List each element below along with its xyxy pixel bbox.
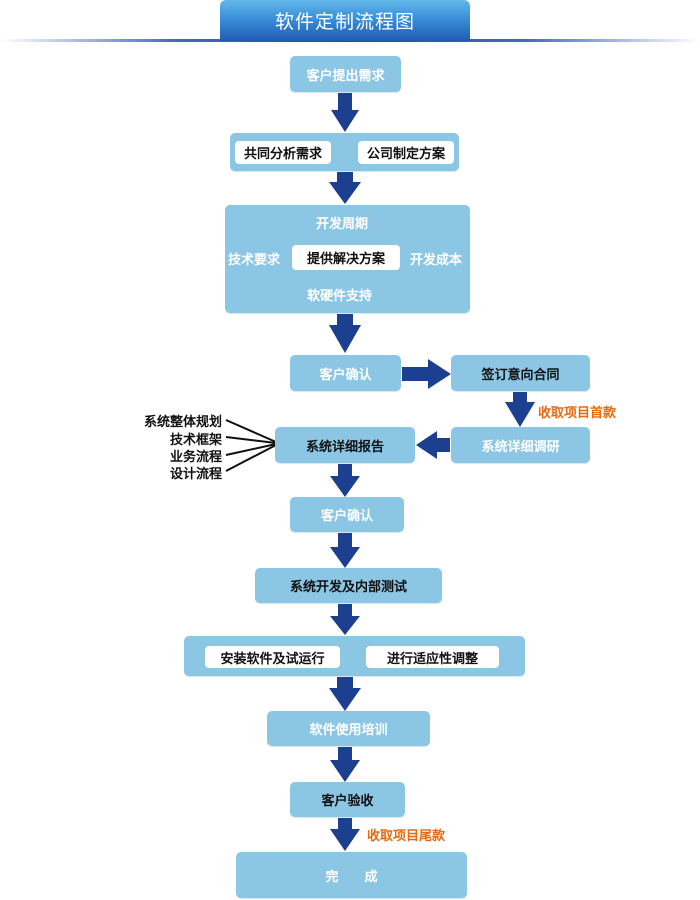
step-install-trial: 安装软件及试运行 [205, 646, 340, 668]
cycle-label-top: 开发周期 [316, 217, 369, 232]
report-item-connectors [225, 419, 277, 472]
report-item-tech-framework: 技术框架 [169, 433, 222, 448]
cycle-label-left: 技术要求 [228, 253, 281, 268]
note-final-payment: 收取项目尾款 [367, 829, 446, 844]
note-first-payment: 收取项目首款 [538, 406, 617, 421]
step-label: 客户确认 [319, 367, 372, 383]
connector-line [225, 436, 277, 444]
arrow-down-10 [330, 815, 360, 851]
step-detailed-research: 系统详细调研 [451, 427, 590, 463]
arrow-right-2 [402, 359, 451, 389]
step-label: 客户验收 [321, 794, 374, 809]
arrow-down-1 [331, 92, 359, 132]
step-label: 公司制定方案 [366, 147, 445, 162]
step-customer-confirm-1: 客户确认 [290, 355, 401, 391]
step-label: 软件使用培训 [309, 723, 388, 738]
arrow-down-5 [330, 463, 360, 497]
arrow-down-2 [329, 171, 361, 204]
step-label: 客户确认 [320, 509, 373, 524]
report-item-design-process: 设计流程 [169, 467, 222, 482]
connector-line [225, 443, 277, 456]
step-adaptive-adjust: 进行适应性调整 [366, 646, 499, 668]
step-done: 完 成 [236, 852, 467, 898]
connector-line [225, 419, 277, 443]
cycle-label-right: 开发成本 [410, 253, 463, 268]
step-acceptance: 客户验收 [290, 782, 405, 817]
arrow-down-7 [330, 602, 360, 635]
step-label: 客户提出需求 [306, 68, 385, 84]
arrow-down-6 [330, 531, 360, 568]
step-label: 系统详细报告 [305, 439, 384, 455]
report-item-business-process: 业务流程 [169, 450, 222, 465]
step-customer-confirm-2: 客户确认 [290, 497, 404, 532]
arrow-down-9 [330, 746, 360, 782]
arrow-down-3 [329, 313, 361, 353]
cycle-center-solution: 提供解决方案 [292, 245, 400, 270]
step-label: 提供解决方案 [306, 252, 385, 267]
step-label: 系统详细调研 [481, 439, 560, 455]
step-label: 完 成 [325, 869, 378, 885]
step-label: 进行适应性调整 [386, 651, 478, 667]
step-label: 安装软件及试运行 [220, 651, 325, 667]
step-sign-contract: 签订意向合同 [451, 355, 590, 391]
connector-line [225, 444, 277, 472]
step-detailed-report: 系统详细报告 [275, 427, 415, 463]
step-label: 共同分析需求 [243, 147, 322, 162]
step-company-plan: 公司制定方案 [358, 141, 454, 164]
step-training: 软件使用培训 [267, 711, 430, 746]
page-title: 软件定制流程图 [220, 0, 470, 41]
arrow-down-8 [329, 675, 361, 711]
step-label: 系统开发及内部测试 [289, 580, 407, 595]
step-customer-request: 客户提出需求 [290, 56, 401, 92]
step-dev-testing: 系统开发及内部测试 [255, 568, 442, 603]
report-item-overall-planning: 系统整体规划 [143, 415, 222, 430]
step-joint-analysis: 共同分析需求 [235, 141, 331, 164]
arrow-down-4 [505, 390, 535, 427]
step-label: 签订意向合同 [481, 367, 560, 383]
cycle-label-bottom: 软硬件支持 [307, 289, 373, 304]
arrow-left-1 [416, 431, 450, 459]
